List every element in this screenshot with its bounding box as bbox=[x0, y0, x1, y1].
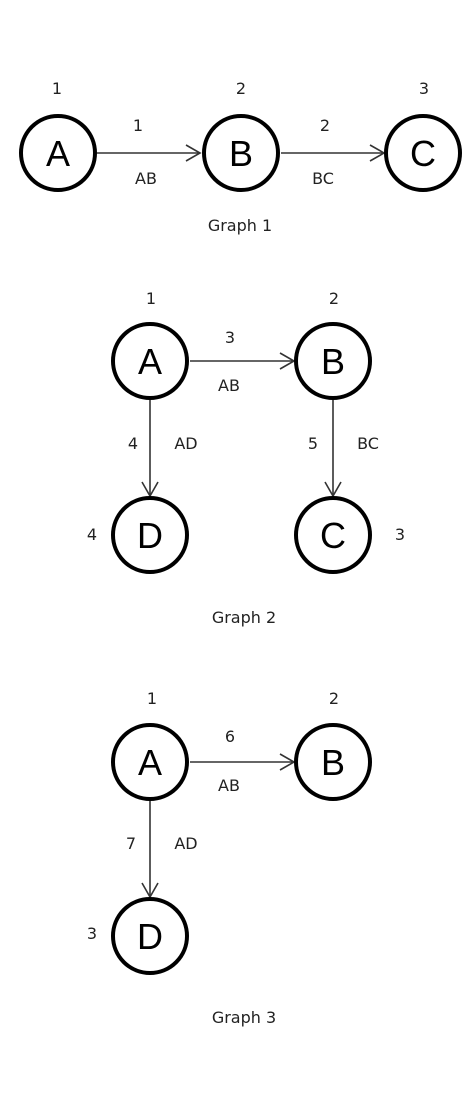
graph-2-node-b: B 2 bbox=[294, 289, 372, 400]
graph-2-node-c: C 3 bbox=[294, 496, 405, 574]
graph-3-node-b-label: B bbox=[321, 742, 345, 783]
graph-3-node-d-label: D bbox=[137, 916, 163, 957]
graph-2-node-c-label: C bbox=[320, 515, 346, 556]
graph-2-node-a: A 1 bbox=[111, 289, 189, 400]
graph-1-edge-ab-name: AB bbox=[135, 169, 157, 188]
graph-2-edge-ab-name: AB bbox=[218, 376, 240, 395]
graph-3: 6 AB 7 AD A 1 B 2 D 3 Graph 3 bbox=[87, 689, 372, 1027]
graph-1-edge-bc-step: 2 bbox=[320, 116, 330, 135]
graph-2-node-b-order: 2 bbox=[329, 289, 339, 308]
graph-2-node-d: D 4 bbox=[87, 496, 189, 574]
graph-2-node-c-order: 3 bbox=[395, 525, 405, 544]
graph-3-edge-ab: 6 AB bbox=[190, 727, 296, 795]
graph-2-edge-ad-step: 4 bbox=[128, 434, 138, 453]
graph-1-node-c: C 3 bbox=[384, 79, 462, 192]
graph-2-caption: Graph 2 bbox=[212, 608, 276, 627]
graph-2-edge-ab-step: 3 bbox=[225, 328, 235, 347]
graph-1-caption: Graph 1 bbox=[208, 216, 272, 235]
graph-3-node-a-label: A bbox=[138, 742, 162, 783]
graph-2-edge-ad: 4 AD bbox=[128, 400, 198, 498]
graph-1-node-a-order: 1 bbox=[52, 79, 62, 98]
graph-2-node-b-label: B bbox=[321, 341, 345, 382]
graph-2-node-d-label: D bbox=[137, 515, 163, 556]
graph-3-node-a-order: 1 bbox=[147, 689, 157, 708]
graph-1-node-c-order: 3 bbox=[419, 79, 429, 98]
graph-3-node-a: A 1 bbox=[111, 689, 189, 801]
graph-3-edge-ad: 7 AD bbox=[126, 801, 198, 899]
graph-1-node-a-label: A bbox=[46, 133, 70, 174]
graph-2-edge-bc-name: BC bbox=[357, 434, 379, 453]
graph-3-edge-ab-step: 6 bbox=[225, 727, 235, 746]
graph-1-node-b-order: 2 bbox=[236, 79, 246, 98]
graph-1-edge-ab-step: 1 bbox=[133, 116, 143, 135]
graph-1-node-c-label: C bbox=[410, 133, 436, 174]
graph-2: 3 AB 4 AD 5 BC A 1 B 2 bbox=[87, 289, 405, 627]
graph-2-edge-ab: 3 AB bbox=[190, 328, 296, 395]
graph-2-edge-ad-name: AD bbox=[174, 434, 197, 453]
graph-1: 1 AB 2 BC A 1 B 2 C 3 Graph 1 bbox=[19, 79, 462, 235]
graph-2-node-a-order: 1 bbox=[146, 289, 156, 308]
graph-2-node-d-order: 4 bbox=[87, 525, 97, 544]
graph-2-edge-bc-step: 5 bbox=[308, 434, 318, 453]
graph-1-edge-bc-name: BC bbox=[312, 169, 334, 188]
graph-1-edge-bc: 2 BC bbox=[281, 116, 386, 188]
graph-3-node-b: B 2 bbox=[294, 689, 372, 801]
graph-1-node-b: B 2 bbox=[202, 79, 280, 192]
graph-3-edge-ad-step: 7 bbox=[126, 834, 136, 853]
graph-1-node-b-label: B bbox=[229, 133, 253, 174]
graph-3-caption: Graph 3 bbox=[212, 1008, 276, 1027]
graph-3-node-b-order: 2 bbox=[329, 689, 339, 708]
graph-2-edge-bc: 5 BC bbox=[308, 400, 379, 498]
graph-3-edge-ad-name: AD bbox=[174, 834, 197, 853]
graph-2-node-a-label: A bbox=[138, 341, 162, 382]
graph-3-node-d-order: 3 bbox=[87, 924, 97, 943]
graph-1-node-a: A 1 bbox=[19, 79, 97, 192]
graph-1-edge-ab: 1 AB bbox=[97, 116, 202, 188]
graph-3-node-d: D 3 bbox=[87, 897, 189, 975]
graph-3-edge-ab-name: AB bbox=[218, 776, 240, 795]
